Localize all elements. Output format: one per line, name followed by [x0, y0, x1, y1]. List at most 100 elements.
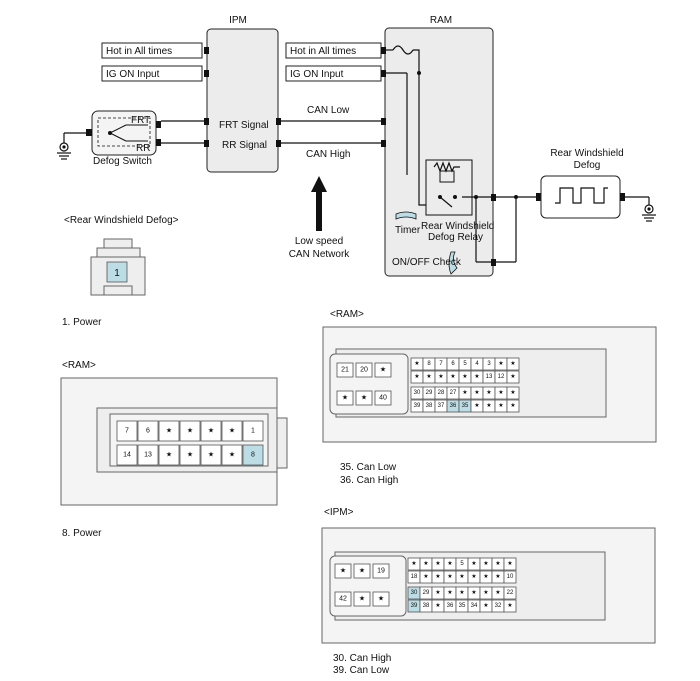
ipm-pin-label: ★	[507, 560, 512, 567]
ram-small-pin-label: 6	[146, 428, 150, 435]
ram-big-pin-label: 29	[426, 390, 433, 396]
ipm-body	[206, 28, 279, 173]
ram-title: RAM	[430, 15, 452, 26]
ipm-title: IPM	[229, 15, 247, 26]
ipm-pin-label: ★	[435, 560, 440, 567]
ipm-pin-label: ★	[495, 560, 500, 567]
ipm-pin-label: 5	[460, 561, 464, 567]
ram-small-note: 8. Power	[62, 528, 102, 539]
ipm-left-pin	[372, 591, 390, 607]
network-line2: CAN Network	[289, 249, 351, 260]
ground-icon-left	[57, 142, 71, 160]
ram-relay-line1: Rear Windshield	[421, 221, 494, 232]
ipm-pin-label: 30	[411, 590, 418, 596]
ipm-left-pin-label: 19	[377, 568, 385, 575]
ram-internal-circuit	[386, 45, 496, 275]
ram-big-pin-label: 38	[426, 403, 433, 409]
ipm-pin-label: ★	[411, 560, 416, 567]
ipm-conn-title: <IPM>	[324, 507, 354, 518]
ipm-pin-label: 36	[447, 603, 454, 609]
ipm-hot-label: Hot in All times	[106, 46, 172, 57]
ipm-module: IPM FRT Signal RR Signal	[206, 15, 279, 173]
ram-big-pin-label: 5	[463, 361, 467, 367]
ram-big-pin-label: 36	[450, 403, 457, 409]
defog-conn-title: <Rear Windshield Defog>	[64, 215, 179, 226]
ram-big-pin-label: 35	[462, 403, 469, 409]
ram-big-pin-label: 4	[475, 361, 479, 367]
ram-big-pin-label: ★	[438, 373, 443, 380]
ipm-pin-label: ★	[459, 573, 464, 580]
ram-timer: Timer	[395, 225, 421, 236]
ram-small-pin	[242, 420, 264, 442]
ram-big-note1: 35. Can Low	[340, 462, 397, 473]
defog-switch-label: Defog Switch	[93, 156, 152, 167]
ram-big-pin-label: 6	[451, 361, 455, 367]
ipm-rr-signal: RR Signal	[222, 140, 267, 151]
ipm-pin-label: ★	[483, 560, 488, 567]
ram-big-pin-label: ★	[426, 373, 431, 380]
ram-small-pin	[137, 420, 159, 442]
ram-small-pin-label: 8	[251, 452, 255, 459]
ipm-pin-label: 32	[495, 603, 502, 609]
ipm-left-pin	[334, 591, 352, 607]
ram-big-pin-label: 30	[414, 390, 421, 396]
ram-small-pin	[221, 420, 243, 442]
ipm-pin-label: 22	[507, 590, 514, 596]
ram-small-pin	[116, 444, 138, 466]
ram-small-pin-label: 14	[123, 452, 131, 459]
ipm-hot-box	[101, 42, 203, 59]
ram-big-left-pin-label: ★	[380, 366, 386, 374]
ram-big-title: <RAM>	[330, 309, 364, 320]
ipm-left-pin	[353, 591, 371, 607]
ram-big-pin-label: ★	[510, 373, 515, 380]
ram-ig-label: IG ON Input	[290, 69, 344, 80]
defog-pin-1	[106, 261, 128, 283]
ram-small-pin	[242, 444, 264, 466]
ipm-ig-label: IG ON Input	[106, 69, 160, 80]
ipm-pin-label: ★	[435, 589, 440, 596]
ram-big-left-pin-label: 21	[341, 367, 349, 374]
ram-big-left-pin-label: 40	[379, 395, 387, 402]
ram-big-left-pin	[355, 362, 373, 378]
switch-frt: FRT	[131, 115, 150, 126]
ipm-pin-label: 18	[411, 574, 418, 580]
ipm-pin-label: ★	[423, 560, 428, 567]
ipm-left-pin	[372, 563, 390, 579]
ipm-left-pin-label: ★	[359, 595, 365, 603]
ram-big-pin-label: ★	[498, 360, 503, 367]
ipm-pin-label: ★	[483, 573, 488, 580]
can-high-label: CAN High	[306, 149, 350, 160]
ram-big-pin-label: 27	[450, 390, 457, 396]
ipm-pin-label: ★	[459, 589, 464, 596]
ram-big-left-pin-label: 20	[360, 367, 368, 374]
ram-small-pin	[200, 444, 222, 466]
defog-line2: Defog	[574, 160, 601, 171]
ipm-pin-label: ★	[483, 602, 488, 609]
ram-big-pin-label: ★	[498, 402, 503, 409]
up-arrow-icon	[311, 176, 327, 231]
ram-big-left-pin	[374, 362, 392, 378]
ipm-pin-label: ★	[495, 589, 500, 596]
ram-small-pin-label: ★	[166, 451, 172, 459]
ram-big-pin-label: ★	[414, 360, 419, 367]
can-low-label: CAN Low	[307, 105, 350, 116]
ipm-pin-label: 35	[459, 603, 466, 609]
defog-connector: 1	[90, 238, 146, 296]
ground-icon-right	[642, 204, 656, 222]
ram-big-pin-label: ★	[462, 389, 467, 396]
ram-big-pin-label: 28	[438, 390, 445, 396]
defog-note: 1. Power	[62, 317, 102, 328]
ipm-pin	[503, 557, 517, 571]
ipm-pin-label: 38	[423, 603, 430, 609]
ram-relay-line2: Defog Relay	[428, 232, 483, 243]
ram-hot-label: Hot in All times	[290, 46, 356, 57]
ram-big-pin-label: ★	[450, 373, 455, 380]
ram-small-pin-label: ★	[187, 427, 193, 435]
ram-big-pin-label: ★	[414, 373, 419, 380]
ram-big-pin-label: 12	[498, 374, 505, 380]
ram-big-left-pin	[374, 390, 392, 406]
ipm-pin-label: ★	[447, 589, 452, 596]
ipm-note2: 39. Can Low	[333, 665, 390, 676]
